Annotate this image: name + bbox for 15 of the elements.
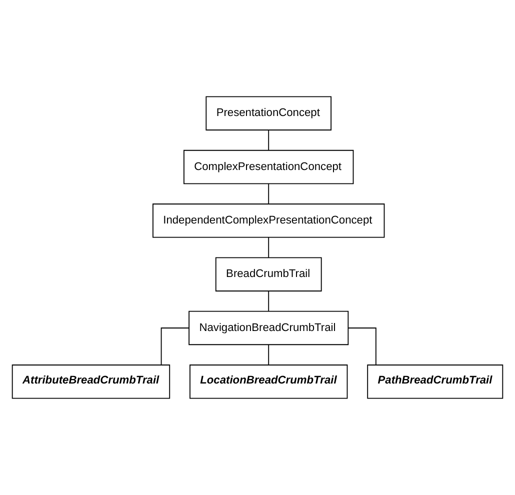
node-box: IndependentComplexPresentationConcept [152, 204, 385, 238]
connector [348, 328, 376, 366]
node-box: BreadCrumbTrail [215, 257, 322, 292]
node-box: AttributeBreadCrumbTrail [12, 364, 170, 399]
node-box: LocationBreadCrumbTrail [190, 364, 348, 399]
node-box: ComplexPresentationConcept [183, 150, 354, 184]
node-box: PresentationConcept [206, 96, 332, 130]
connector [268, 236, 270, 258]
connector [268, 344, 270, 366]
node-box: PathBreadCrumbTrail [367, 364, 504, 399]
node-box: NavigationBreadCrumbTrail [188, 310, 349, 346]
connector [268, 183, 270, 204]
connector [160, 328, 190, 366]
connector [268, 290, 270, 312]
connector [268, 130, 270, 151]
